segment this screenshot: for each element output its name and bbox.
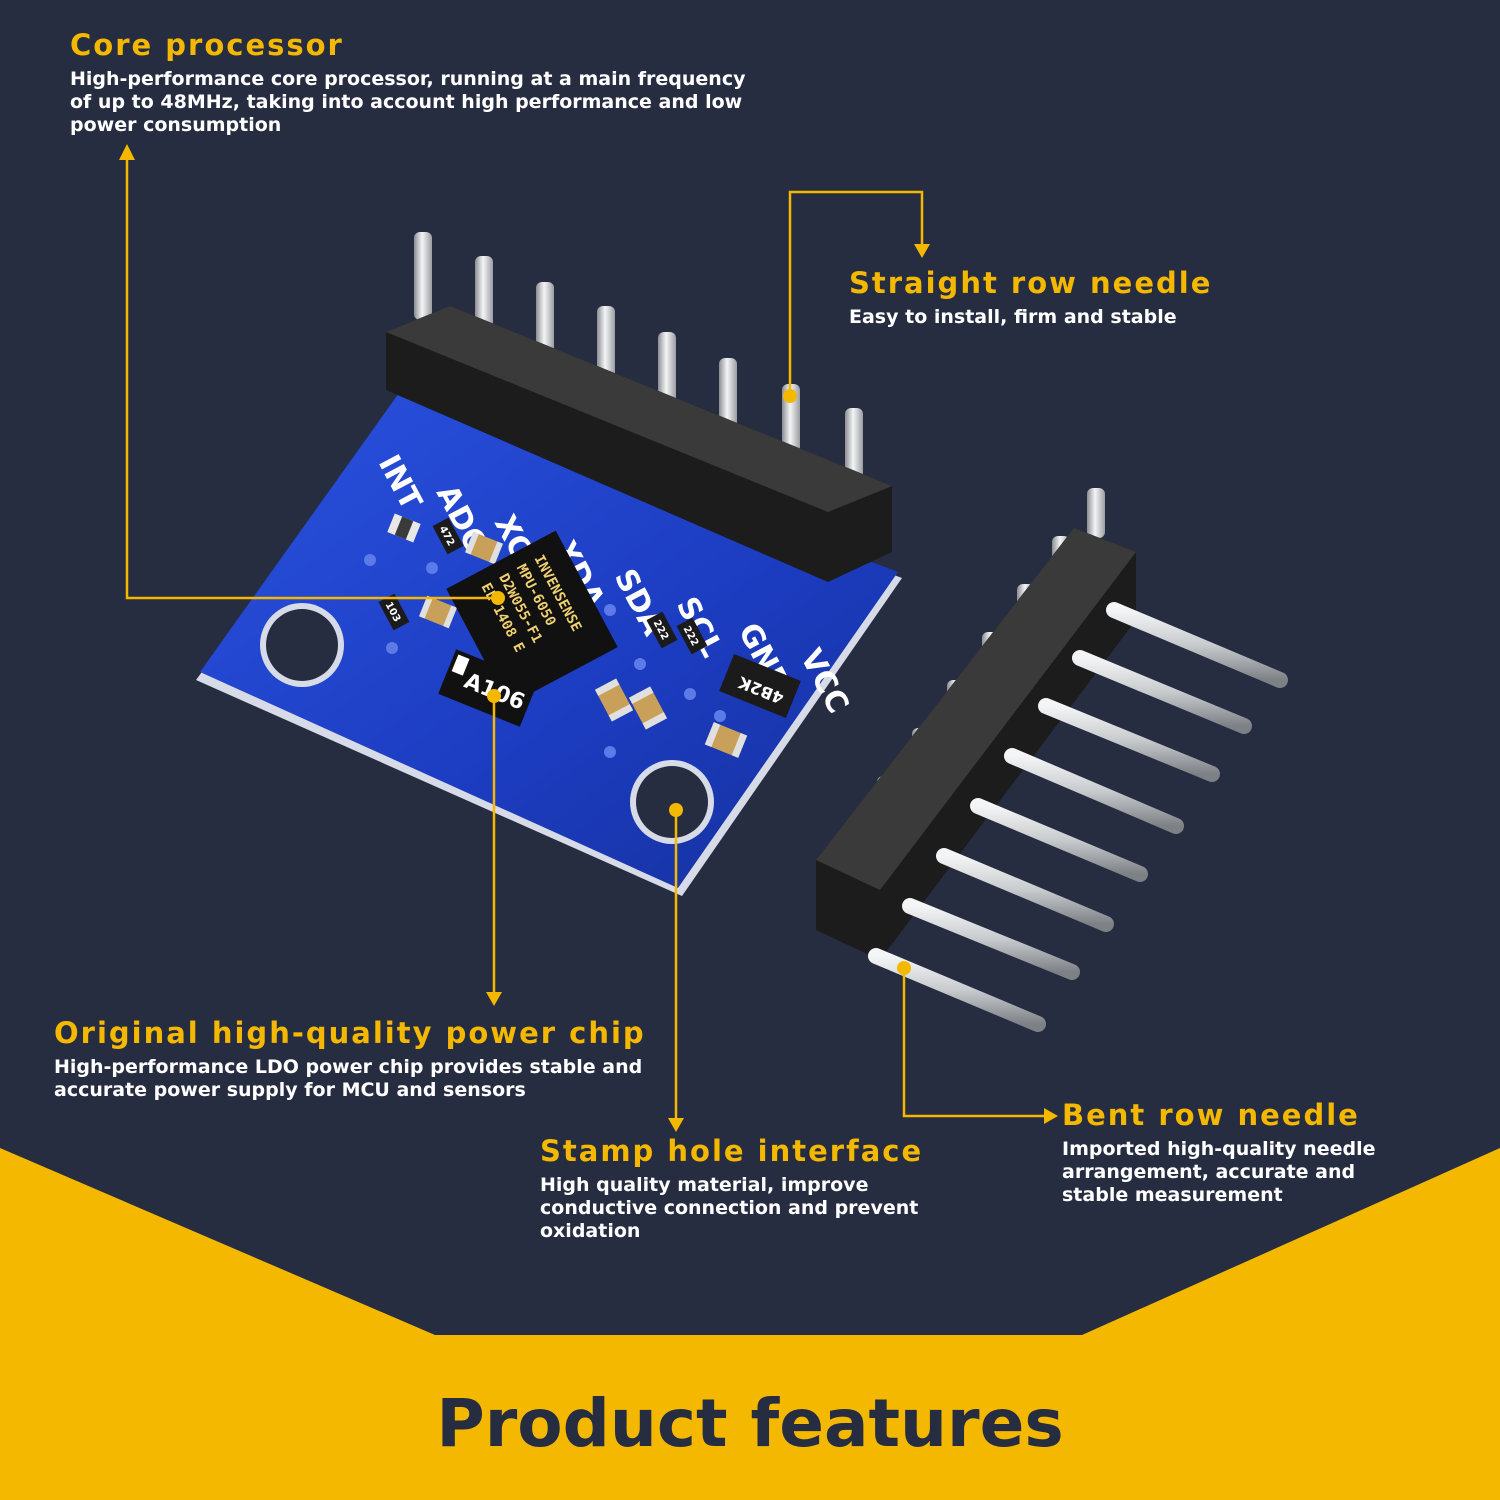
feature-description: Easy to install, firm and stable — [849, 306, 1177, 328]
feature-title: Original high-quality power chip — [54, 1016, 646, 1050]
arrow-up-icon — [119, 144, 135, 160]
led-component — [387, 513, 421, 543]
callout-dot — [783, 389, 797, 403]
feature-bent-row-needle: Bent row needle Imported high-quality ne… — [1062, 1098, 1392, 1207]
feature-title: Straight row needle — [849, 266, 1213, 300]
resistor-4b2k: 4B2K — [719, 653, 801, 719]
arrow-down-icon — [914, 244, 930, 258]
feature-description: High quality material, improve conductiv… — [540, 1174, 919, 1242]
resistor-103: 103 — [378, 593, 410, 631]
callout-dot — [669, 803, 683, 817]
resistor-222: 222 — [646, 611, 678, 649]
core-processor-callout-line — [125, 158, 498, 600]
callout-dot — [491, 591, 505, 605]
feature-description: High-performance LDO power chip provides… — [54, 1056, 643, 1101]
capacitor — [704, 722, 748, 758]
capacitor — [628, 686, 668, 730]
feature-straight-row-needle: Straight row needle Easy to install, fir… — [849, 266, 1369, 329]
resistor-222: 222 — [676, 617, 708, 655]
feature-stamp-hole-interface: Stamp hole interface High quality materi… — [540, 1134, 980, 1243]
feature-power-chip: Original high-quality power chip High-pe… — [54, 1016, 654, 1102]
feature-title: Core processor — [70, 28, 344, 62]
feature-title: Bent row needle — [1062, 1098, 1360, 1132]
arrow-right-icon — [1044, 1108, 1058, 1124]
resistor-472: 472 — [432, 517, 464, 555]
feature-description: High-performance core processor, running… — [70, 68, 746, 136]
callout-dot — [487, 689, 501, 703]
arrow-down-icon — [668, 1118, 684, 1132]
callout-dot — [897, 961, 911, 975]
straight-pin-header — [386, 232, 892, 582]
footer-title: Product features — [436, 1385, 1064, 1462]
feature-description: Imported high-quality needle arrangement… — [1062, 1138, 1376, 1206]
straight-needle-callout-line — [788, 190, 924, 396]
smd-components: 472 103 222 222 — [378, 513, 801, 758]
feature-core-processor: Core processor High-performance core pro… — [70, 28, 750, 137]
feature-title: Stamp hole interface — [540, 1134, 924, 1168]
capacitor — [594, 678, 634, 722]
capacitor — [465, 531, 503, 565]
capacitor — [419, 595, 457, 629]
arrow-down-icon — [486, 992, 502, 1006]
bent-needle-callout-line — [902, 968, 1046, 1118]
bent-pin-header — [816, 488, 1288, 1032]
